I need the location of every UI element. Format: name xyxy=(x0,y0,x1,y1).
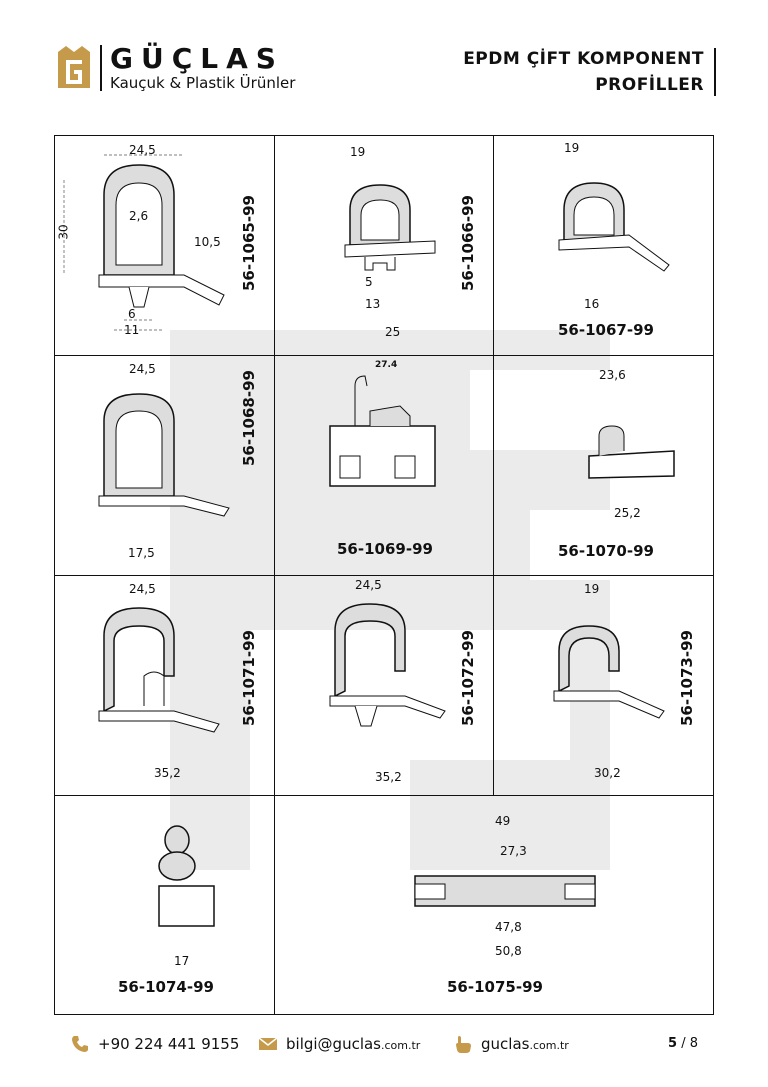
profile-drawing-1065 xyxy=(63,154,225,331)
footer-email[interactable]: bilgi@guclas.com.tr xyxy=(258,1034,420,1054)
mail-icon xyxy=(258,1037,278,1050)
product-cell: 27.4 56-1069-99 xyxy=(275,356,494,576)
website[interactable]: guclas xyxy=(481,1035,530,1053)
product-cell: 23,6 25,2 56-1070-99 xyxy=(494,356,714,576)
dim-label: 50,8 xyxy=(495,944,522,958)
product-code: 56-1070-99 xyxy=(558,542,654,560)
product-cell: 56-1068-99 24,5 17,5 xyxy=(54,356,275,576)
product-code: 56-1066-99 xyxy=(459,195,477,291)
phone-number[interactable]: +90 224 441 9155 xyxy=(98,1035,240,1053)
dim-label: 11 xyxy=(124,323,140,337)
dim-label: 24,5 xyxy=(129,582,156,596)
phone-icon xyxy=(72,1036,88,1052)
product-cell: 56-1073-99 19 30,2 xyxy=(494,576,714,796)
brand-subtitle: Kauçuk & Plastik Ürünler xyxy=(110,74,296,92)
product-code: 56-1072-99 xyxy=(459,630,477,726)
dim-label: 17,5 xyxy=(128,546,155,560)
email-suffix: .com.tr xyxy=(381,1039,421,1052)
guclas-logo-icon xyxy=(58,46,90,88)
dim-label: 6 xyxy=(128,307,136,321)
product-code: 56-1065-99 xyxy=(240,195,258,291)
pointer-hand-icon xyxy=(456,1036,471,1053)
dim-label: 2,6 xyxy=(129,209,149,223)
website-suffix: .com.tr xyxy=(529,1039,569,1052)
profile-drawing-1074 xyxy=(158,825,215,927)
watermark-logo xyxy=(170,330,610,870)
product-code: 56-1067-99 xyxy=(558,321,654,339)
logo-divider xyxy=(100,45,102,91)
dim-label: 25,2 xyxy=(614,506,641,520)
brand-name: GÜÇLAS xyxy=(110,42,284,75)
product-cell: 56-1065-99 24,5 2,6 10,5 30 6 11 xyxy=(54,135,275,356)
title-line-2: PROFİLLER xyxy=(595,75,704,95)
product-code: 56-1074-99 xyxy=(118,978,214,996)
dim-label: 30,2 xyxy=(594,766,621,780)
dim-label: 49 xyxy=(495,814,511,828)
page-footer: +90 224 441 9155 bilgi@guclas.com.tr guc… xyxy=(70,1034,698,1056)
product-cell: 56-1072-99 24,5 35,2 xyxy=(275,576,494,796)
title-line-1: EPDM ÇİFT KOMPONENT xyxy=(463,49,704,69)
page-current: 5 xyxy=(668,1036,678,1051)
dim-label: 35,2 xyxy=(375,770,402,784)
dim-label: 24,5 xyxy=(129,362,156,376)
title-bar xyxy=(714,48,716,96)
product-cell: 17 56-1074-99 xyxy=(54,796,275,1015)
dim-label: 19 xyxy=(564,141,580,155)
page-number: 5 / 8 xyxy=(668,1036,698,1051)
dim-label: 17 xyxy=(174,954,190,968)
dim-label: 5 xyxy=(365,275,373,289)
dim-label: 47,8 xyxy=(495,920,522,934)
profile-drawing-1073 xyxy=(553,625,665,719)
company-logo: GÜÇLAS Kauçuk & Plastik Ürünler xyxy=(54,44,295,92)
dim-label: 30 xyxy=(56,224,71,240)
profile-drawing-1075 xyxy=(414,875,596,907)
profile-drawing-1072 xyxy=(329,603,446,727)
footer-phone[interactable]: +90 224 441 9155 xyxy=(70,1034,239,1054)
product-code: 56-1069-99 xyxy=(337,540,433,558)
dim-label: 24,5 xyxy=(129,143,156,157)
footer-website[interactable]: guclas.com.tr xyxy=(453,1034,569,1054)
dim-label: 25 xyxy=(385,325,401,339)
dim-label: 27,3 xyxy=(500,844,527,858)
profile-drawing-1069 xyxy=(329,375,436,487)
dim-label: 13 xyxy=(365,297,381,311)
dim-label: 27.4 xyxy=(375,360,398,370)
product-cell: 56-1066-99 19 5 13 25 xyxy=(275,135,494,356)
product-code: 56-1071-99 xyxy=(240,630,258,726)
product-code: 56-1073-99 xyxy=(678,630,696,726)
dim-label: 24,5 xyxy=(355,578,382,592)
product-cell: 56-1071-99 24,5 35,2 xyxy=(54,576,275,796)
page-total: / 8 xyxy=(681,1036,698,1051)
product-code: 56-1075-99 xyxy=(447,978,543,996)
product-code: 56-1068-99 xyxy=(240,370,258,466)
dim-label: 23,6 xyxy=(599,368,626,382)
dim-label: 35,2 xyxy=(154,766,181,780)
profile-drawing-1070 xyxy=(588,425,675,479)
profile-drawing-1071 xyxy=(98,607,220,733)
dim-label: 16 xyxy=(584,297,600,311)
page-title: EPDM ÇİFT KOMPONENT PROFİLLER xyxy=(463,46,704,98)
profile-drawing-1066 xyxy=(344,184,436,271)
dim-label: 10,5 xyxy=(194,235,221,249)
profile-drawing-1067 xyxy=(558,182,670,272)
dim-label: 19 xyxy=(350,145,366,159)
dim-label: 19 xyxy=(584,582,600,596)
product-cell: 49 27,3 47,8 50,8 56-1075-99 xyxy=(275,796,714,1015)
product-cell: 19 16 56-1067-99 xyxy=(494,135,714,356)
email-address[interactable]: bilgi@guclas xyxy=(286,1035,381,1053)
profile-drawing-1068 xyxy=(98,393,230,517)
